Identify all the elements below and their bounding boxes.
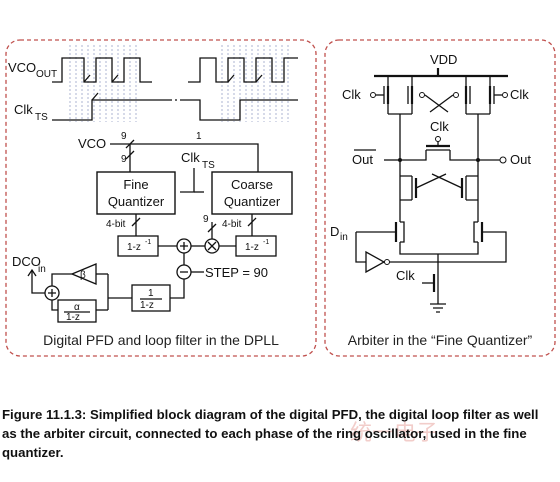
int2-den: 1-z: [66, 312, 80, 323]
bus-9-b: 9: [121, 154, 127, 165]
clkts-mid-sub: TS: [202, 160, 215, 171]
bus-1: 1: [196, 131, 202, 142]
nmos-input: [356, 205, 507, 263]
fine-quantizer-block: [96, 171, 176, 215]
din-sub: in: [340, 232, 348, 243]
clkts-sub: TS: [35, 112, 48, 123]
right-panel-caption: Arbiter in the “Fine Quantizer”: [348, 332, 533, 348]
bus-9-a: 9: [121, 131, 127, 142]
clk-right-label: Clk: [510, 87, 529, 102]
vco-out-sub: OUT: [36, 69, 57, 80]
coarse-quantizer-l1: Coarse: [231, 177, 273, 192]
din-label: D: [330, 224, 339, 239]
figure-caption: Figure 11.1.3: Simplified block diagram …: [2, 407, 539, 460]
delay-right-exp: -1: [263, 239, 269, 246]
int-num: 1: [148, 288, 154, 299]
beta-label: β: [80, 270, 86, 281]
vco-bus-wire: [110, 143, 259, 174]
integrator-block: [131, 284, 171, 312]
out-label: Out: [510, 152, 531, 167]
fine-quantizer-l1: Fine: [123, 177, 148, 192]
pmos-top-left: [370, 76, 390, 114]
bus-9-c: 9: [203, 214, 209, 225]
nmos-cross: [400, 173, 478, 201]
alpha-block: [57, 299, 97, 323]
step-label: STEP = 90: [205, 265, 268, 280]
delay-left-text: 1-z: [127, 242, 141, 253]
watermark: 统一电子: [350, 421, 438, 446]
dco-sub: in: [38, 264, 46, 275]
pmos-cross: [388, 76, 490, 115]
out-bar-label: Out: [352, 152, 373, 167]
vco-out-label: VCO: [8, 60, 36, 75]
right-panel-border: [324, 39, 556, 357]
alpha-label: α: [74, 302, 80, 313]
fine-quantizer-l2: Quantizer: [108, 194, 165, 209]
vco-out-waveform: [52, 57, 298, 83]
coarse-quantizer-block: [211, 171, 293, 215]
clk-mid-label: Clk: [430, 119, 449, 134]
right-panel: VDD Clk Clk: [324, 39, 556, 357]
clkts-waveform: [52, 92, 298, 121]
beta-amp: [70, 263, 97, 285]
vco-input-label: VCO: [78, 136, 106, 151]
delay-left-exp: -1: [145, 239, 151, 246]
dco-label: DCO: [12, 254, 41, 269]
pmos-top-right: [488, 76, 508, 114]
clkts-mid-label: Clk: [181, 150, 200, 165]
coarse-quantizer-l2: Quantizer: [224, 194, 281, 209]
left-panel: VCO OUT Clk TS VCO 9 9 1 Clk TS Fine Qua…: [5, 39, 317, 357]
vdd-label: VDD: [430, 52, 457, 67]
left-panel-caption: Digital PFD and loop filter in the DPLL: [43, 332, 279, 348]
bit4-left: 4-bit: [106, 219, 126, 230]
clkts-label: Clk: [14, 102, 33, 117]
delay-right-text: 1-z: [245, 242, 259, 253]
timing-grid: [69, 45, 289, 122]
clk-left-label: Clk: [342, 87, 361, 102]
left-panel-border: [5, 39, 317, 357]
bit4-right: 4-bit: [222, 219, 242, 230]
clk-bottom-label: Clk: [396, 268, 415, 283]
int-den: 1-z: [140, 300, 154, 311]
inverter: [365, 250, 386, 274]
